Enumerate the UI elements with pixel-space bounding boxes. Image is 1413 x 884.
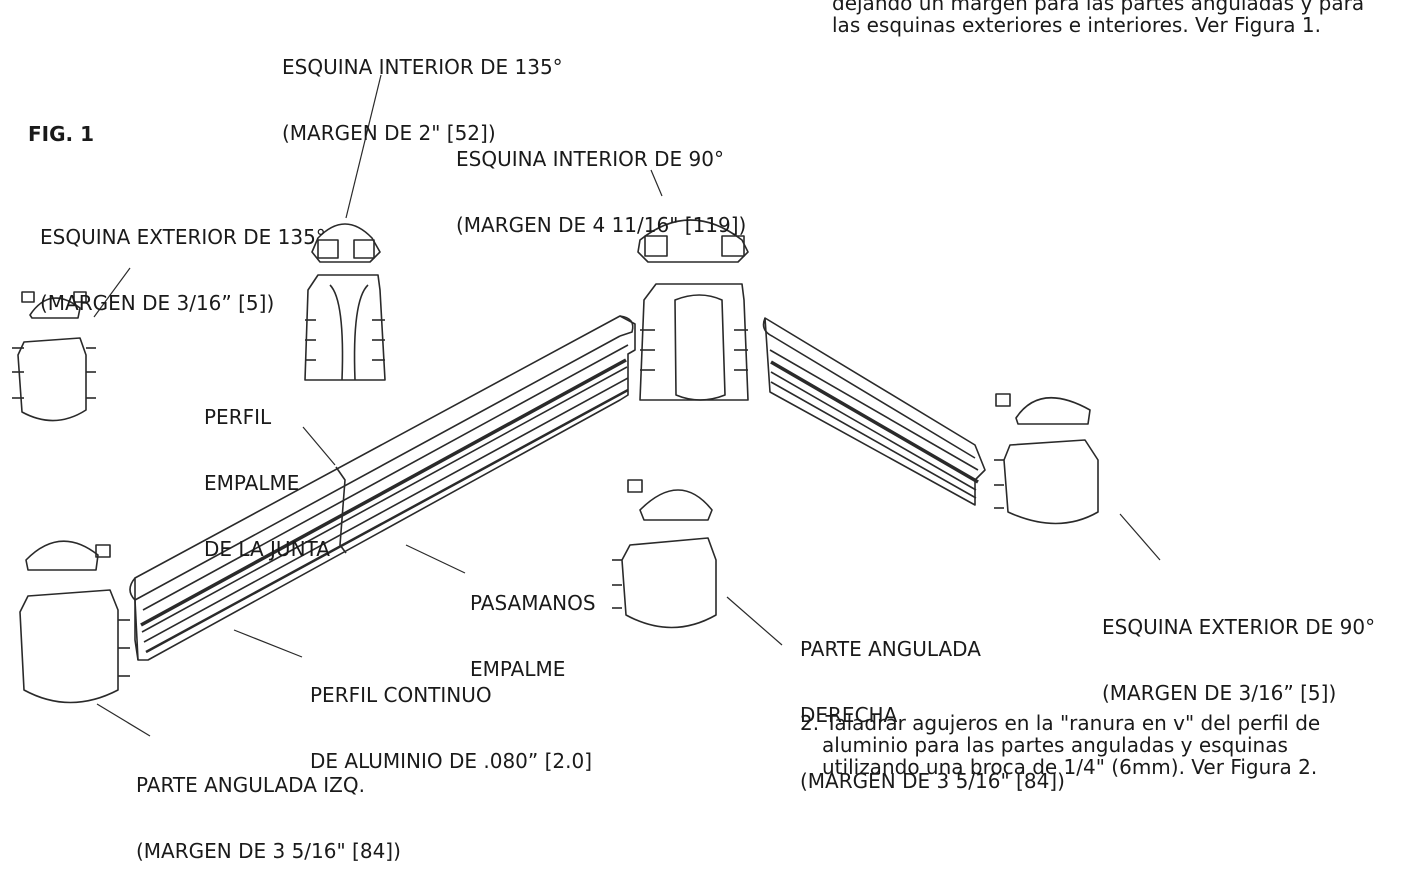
figure-label: FIG. 1: [28, 122, 94, 146]
outer-135-corner: [12, 291, 96, 422]
inner-90-body: [639, 283, 749, 401]
label-handrail-joint: PASAMANOS EMPALME: [470, 591, 596, 681]
inner-135-body: [304, 274, 386, 381]
handrail-assembly-illustration: [12, 74, 1161, 737]
continuous-profile: [129, 315, 636, 661]
label-right-end: PARTE ANGULADA DERECHA (MARGEN DE 3 5/16…: [800, 637, 1065, 793]
label-inner-90: ESQUINA INTERIOR DE 90° (MARGEN DE 4 11/…: [456, 147, 747, 237]
inner-90-cap: [637, 219, 749, 263]
label-outer-90: ESQUINA EXTERIOR DE 90° (MARGEN DE 3/16”…: [1102, 615, 1376, 705]
left-end-cap: [19, 540, 130, 704]
right-end-cap: [612, 479, 717, 629]
label-left-end: PARTE ANGULADA IZQ. (MARGEN DE 3 5/16" […: [136, 773, 401, 863]
label-profile-joint: PERFIL EMPALME DE LA JUNTA: [204, 405, 330, 561]
outer-90-corner: [994, 393, 1099, 525]
inner-135-cap: [311, 223, 381, 263]
leader-lines: [93, 74, 1161, 737]
instruction-text-top: dejando un margen para las partes angula…: [832, 0, 1365, 37]
label-inner-135: ESQUINA INTERIOR DE 135° (MARGEN DE 2" […: [282, 55, 563, 145]
label-outer-135: ESQUINA EXTERIOR DE 135° (MARGEN DE 3/16…: [40, 225, 326, 315]
instruction-step-2: 2. Taladrar agujeros en la "ranura en v"…: [800, 711, 1321, 779]
label-continuous-profile: PERFIL CONTINUO DE ALUMINIO DE .080” [2.…: [310, 683, 593, 773]
right-profile: [762, 317, 986, 506]
